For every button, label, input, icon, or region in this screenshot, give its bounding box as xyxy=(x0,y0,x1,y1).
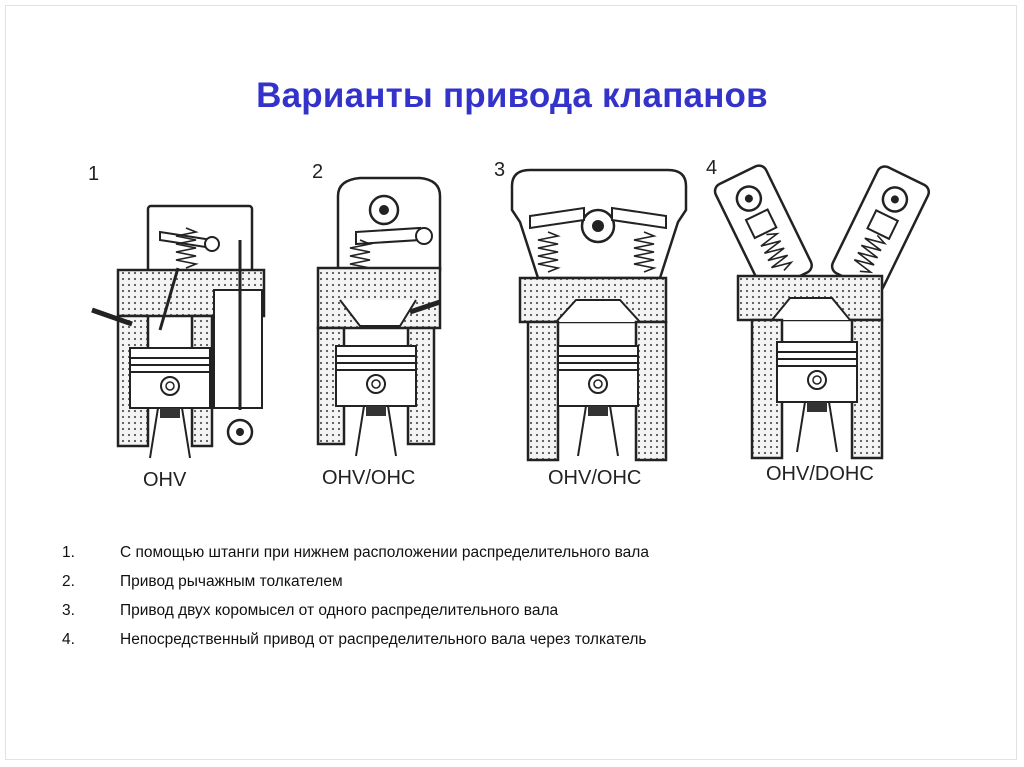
figure-4-caption: OHV/DOHC xyxy=(766,463,874,485)
list-item: 3. Привод двух коромысел от одного распр… xyxy=(62,596,982,625)
list-item: 1. С помощью штанги при нижнем расположе… xyxy=(62,538,982,567)
figure-3-ohv-ohc: 3 OHV/OHC xyxy=(494,159,688,489)
figure-1-ohv: 1 OHV xyxy=(88,163,266,491)
list-item-text: С помощью штанги при нижнем расположении… xyxy=(120,544,649,561)
explanation-list: 1. С помощью штанги при нижнем расположе… xyxy=(62,538,982,654)
list-item-number: 4. xyxy=(62,631,75,648)
figure-2-ohv-ohc: 2 OHV/OHC xyxy=(312,161,442,489)
figure-3-caption: OHV/OHC xyxy=(548,467,641,489)
figure-4-number: 4 xyxy=(706,157,717,179)
slide-frame xyxy=(5,5,1017,760)
list-item-number: 2. xyxy=(62,573,75,590)
figure-4-ohv-dohc: 4 OHV/DOHC xyxy=(706,157,931,485)
list-item-text: Привод рычажным толкателем xyxy=(120,573,343,590)
figure-1-caption: OHV xyxy=(143,469,187,491)
list-item: 4. Непосредственный привод от распредели… xyxy=(62,625,982,654)
figure-2-number: 2 xyxy=(312,161,323,183)
list-item: 2. Привод рычажным толкателем xyxy=(62,567,982,596)
figure-3-number: 3 xyxy=(494,159,505,181)
figure-2-caption: OHV/OHC xyxy=(322,467,415,489)
list-item-number: 1. xyxy=(62,544,75,561)
list-item-number: 3. xyxy=(62,602,75,619)
figure-1-number: 1 xyxy=(88,163,99,185)
list-item-text: Привод двух коромысел от одного распреде… xyxy=(120,602,559,619)
list-item-text: Непосредственный привод от распределител… xyxy=(120,631,647,648)
slide-title: Варианты привода клапанов xyxy=(256,76,768,115)
